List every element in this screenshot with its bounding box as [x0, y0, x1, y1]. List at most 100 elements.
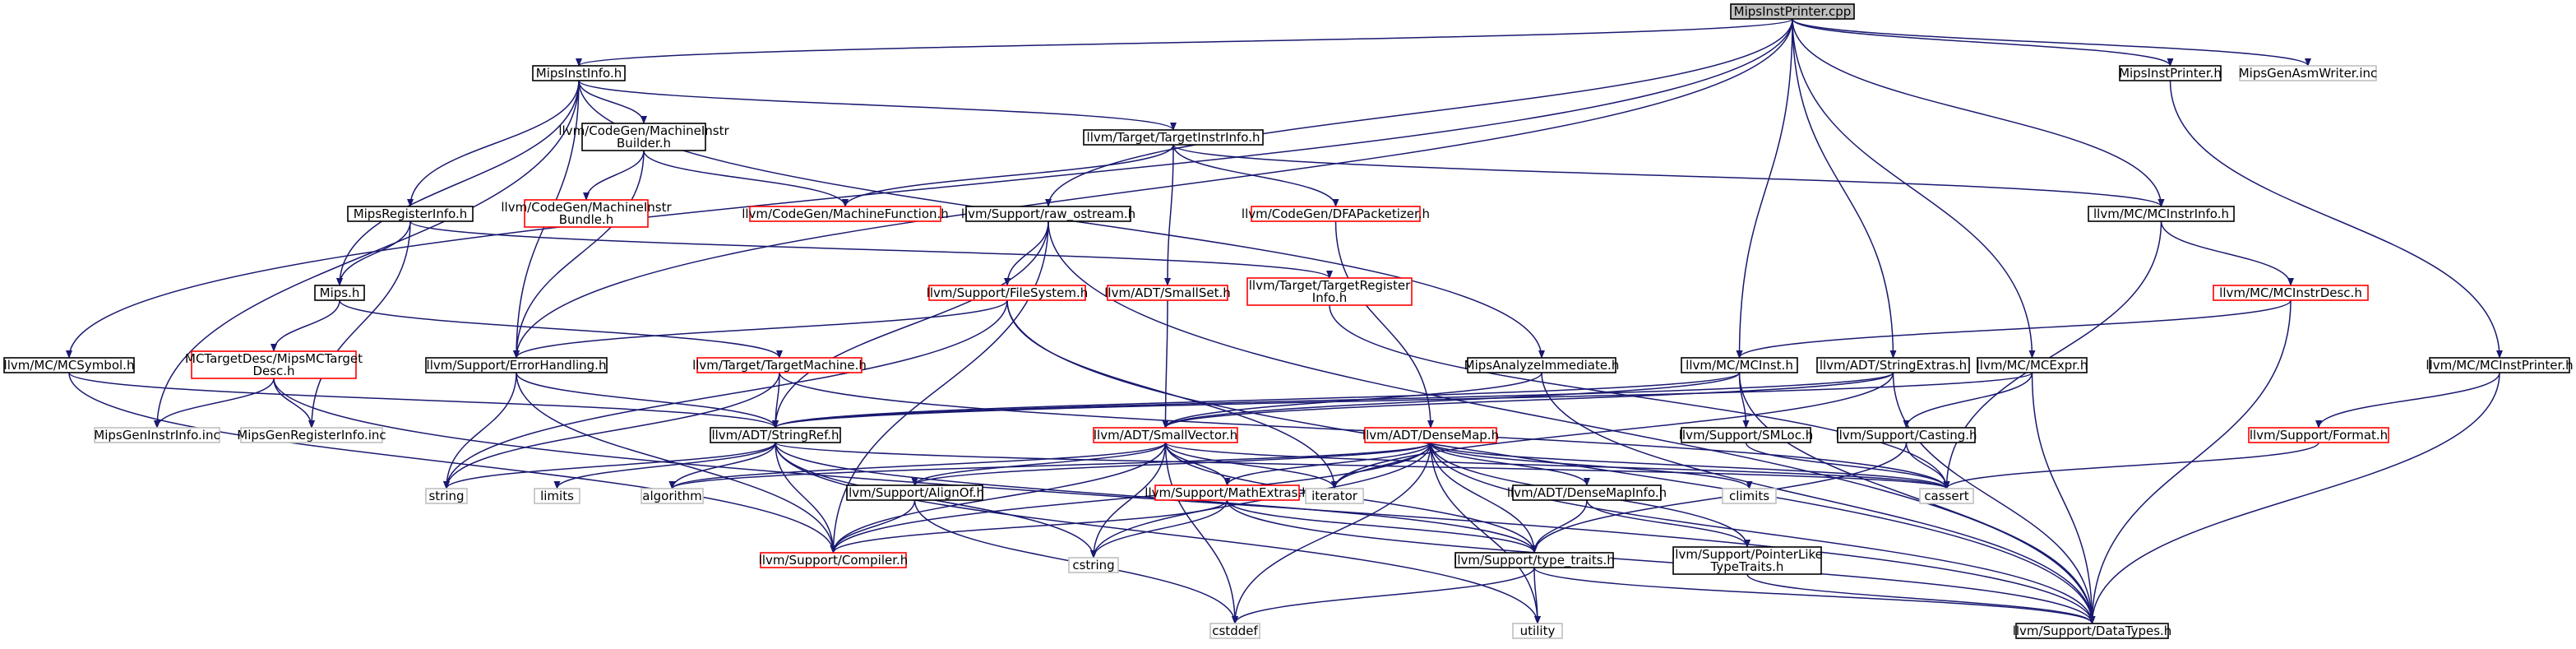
edge-alignof-to-compiler: [830, 499, 916, 554]
node-cstring[interactable]: cstring: [1068, 557, 1119, 573]
node-stringref[interactable]: llvm/ADT/StringRef.h: [710, 427, 841, 443]
edge-mipsinstinfo-to-mips-h: [336, 80, 580, 286]
node-label: llvm/Target/TargetRegister: [1249, 278, 1411, 293]
edge-stringref-to-limits: [553, 442, 776, 489]
node-casting[interactable]: llvm/Support/Casting.h: [1835, 427, 1977, 443]
edge-root-to-mcinst: [1736, 18, 1793, 359]
edge-mctargetdesc-to-mipsgenregisterinfo: [273, 378, 315, 429]
node-label: llvm/Support/ErrorHandling.h: [427, 358, 607, 373]
node-box: [240, 427, 383, 443]
node-filesystem[interactable]: llvm/Support/FileSystem.h: [927, 285, 1089, 301]
node-smloc[interactable]: llvm/Support/SMLoc.h: [1679, 427, 1813, 443]
node-label: climits: [1729, 489, 1769, 503]
node-box: [1672, 546, 1822, 575]
node-mcinstrinfo[interactable]: llvm/MC/MCInstrInfo.h: [2088, 206, 2235, 222]
node-mathextras[interactable]: llvm/Support/MathExtras.h: [1145, 484, 1310, 501]
node-mcsymbol[interactable]: llvm/MC/MCSymbol.h: [3, 357, 135, 373]
node-mcinst[interactable]: llvm/MC/MCInst.h: [1681, 357, 1798, 373]
node-machinefunction[interactable]: llvm/CodeGen/MachineFunction.h: [742, 206, 949, 222]
node-errorhandling[interactable]: llvm/Support/ErrorHandling.h: [425, 357, 608, 373]
node-mcinstrdesc[interactable]: llvm/MC/MCInstrDesc.h: [2213, 285, 2369, 301]
edge-smallvector-to-alignof: [911, 442, 1167, 486]
node-mipsgeninstrinfo[interactable]: MipsGenInstrInfo.inc: [94, 427, 220, 443]
edge-root-to-mcsymbol: [66, 18, 1793, 359]
node-utility[interactable]: utility: [1512, 623, 1563, 639]
node-cstddef[interactable]: cstddef: [1209, 623, 1260, 639]
node-stringextras[interactable]: llvm/ADT/StringExtras.h: [1816, 357, 1970, 373]
edge-densemap-to-alignof: [911, 442, 1431, 486]
edge-filesystem-to-errorhandling: [513, 299, 1008, 359]
edge-mipsregisterinfo-to-mips-h: [336, 220, 411, 286]
node-iterator[interactable]: iterator: [1305, 488, 1364, 504]
node-mipsinstprinter-h[interactable]: MipsInstPrinter.h: [2119, 65, 2222, 81]
edge-stringextras-to-datatypes: [1892, 372, 2096, 624]
node-dfapacketizer[interactable]: llvm/CodeGen/DFAPacketizer.h: [1242, 206, 1430, 222]
edge-stringref-to-algorithm: [668, 442, 776, 489]
edge-mcinstrinfo-to-mcinstrdesc: [2160, 220, 2294, 286]
node-box: [1512, 484, 1662, 501]
node-label: algorithm: [642, 489, 701, 503]
node-label: MipsGenInstrInfo.inc: [94, 428, 220, 443]
node-raw-ostream[interactable]: llvm/Support/raw_ostream.h: [961, 206, 1135, 222]
node-mipsregisterinfo[interactable]: MipsRegisterInfo.h: [347, 206, 474, 222]
edge-smallset-to-smallvector: [1162, 299, 1169, 429]
node-densemap[interactable]: llvm/ADT/DenseMap.h: [1362, 427, 1499, 443]
edge-stringextras-to-smallvector: [1162, 372, 1894, 429]
node-smallvector[interactable]: llvm/ADT/SmallVector.h: [1093, 427, 1238, 443]
node-root[interactable]: MipsInstPrinter.cpp: [1730, 3, 1855, 20]
node-mipsgenregisterinfo[interactable]: MipsGenRegisterInfo.inc: [237, 427, 386, 443]
node-algorithm[interactable]: algorithm: [641, 488, 704, 504]
node-box: [1107, 285, 1228, 301]
edge-targetinstrinfo-to-machinefunction: [842, 144, 1174, 207]
node-mcexpr[interactable]: llvm/MC/MCExpr.h: [1977, 357, 2088, 373]
edge-mcinstprinter-to-format: [2315, 372, 2500, 429]
edge-root-to-mipsgenasmwriter: [1792, 18, 2311, 67]
edge-errorhandling-to-string: [443, 372, 517, 489]
node-label: llvm/MC/MCInstPrinter.h: [2426, 358, 2573, 373]
node-limits[interactable]: limits: [534, 488, 580, 504]
edge-machineinstrbuilder-to-machinefunction: [643, 150, 849, 207]
node-box: [1977, 357, 2088, 373]
edge-mips-h-to-mctargetdesc: [271, 299, 340, 352]
node-targetinstrinfo[interactable]: llvm/Target/TargetInstrInfo.h: [1083, 129, 1264, 146]
node-label: llvm/ADT/SmallVector.h: [1094, 428, 1237, 443]
edge-mipsregisterinfo-to-targetregisterinfo: [409, 220, 1333, 279]
node-box: [524, 199, 649, 228]
edge-targetinstrinfo-to-smallset: [1164, 144, 1174, 286]
node-label: llvm/Support/raw_ostream.h: [961, 206, 1135, 222]
edge-mathextras-to-compiler: [830, 499, 1228, 554]
edge-stringref-to-utility: [775, 442, 1541, 624]
edge-root-to-mipsinstinfo: [576, 18, 1793, 67]
node-climits[interactable]: climits: [1722, 488, 1777, 504]
node-targetmachine[interactable]: llvm/Target/TargetMachine.h: [692, 357, 867, 373]
node-alignof[interactable]: llvm/Support/AlignOf.h: [845, 484, 984, 501]
node-string[interactable]: string: [425, 488, 468, 504]
node-smallset[interactable]: llvm/ADT/SmallSet.h: [1104, 285, 1231, 301]
node-box: [749, 206, 941, 222]
node-mipsinstinfo[interactable]: MipsInstInfo.h: [532, 65, 626, 81]
node-type-traits[interactable]: llvm/Support/type_traits.h: [1454, 552, 1615, 568]
node-label: llvm/ADT/StringExtras.h: [1820, 358, 1967, 373]
node-format[interactable]: llvm/Support/Format.h: [2248, 427, 2389, 443]
node-compiler[interactable]: llvm/Support/Compiler.h: [759, 552, 909, 568]
node-label: llvm/Support/SMLoc.h: [1679, 428, 1813, 443]
node-box: [3, 357, 135, 373]
node-mipsgenasmwriter[interactable]: MipsGenAsmWriter.inc: [2239, 65, 2378, 81]
edge-mcexpr-to-stringref: [772, 372, 2033, 429]
node-datatypes[interactable]: llvm/Support/DataTypes.h: [2013, 623, 2172, 639]
node-label: MipsInstPrinter.h: [2119, 66, 2222, 81]
node-box: [2248, 427, 2389, 443]
node-mcinstprinter[interactable]: llvm/MC/MCInstPrinter.h: [2426, 357, 2574, 373]
node-mips-h[interactable]: Mips.h: [314, 285, 365, 301]
node-densemapinfo[interactable]: llvm/ADT/DenseMapInfo.h: [1507, 484, 1667, 501]
node-mipsanalyzeimmediate[interactable]: MipsAnalyzeImmediate.h: [1464, 357, 1620, 373]
node-label: llvm/MC/MCInstrDesc.h: [2219, 285, 2362, 300]
node-cassert[interactable]: cassert: [1919, 488, 1974, 504]
node-label: Bundle.h: [559, 212, 614, 227]
edge-densemapinfo-to-type-traits: [1531, 499, 1588, 554]
